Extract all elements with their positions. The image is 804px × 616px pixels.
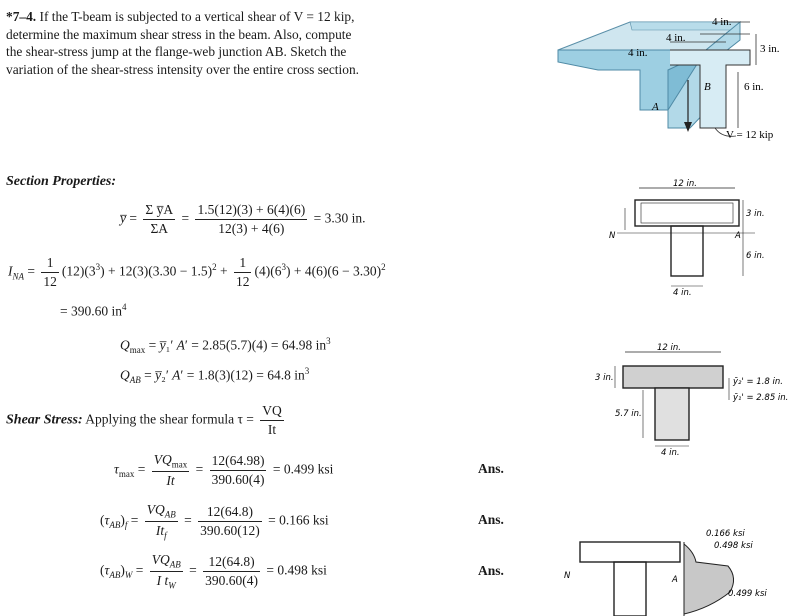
shear-stress-heading: Shear Stress: [6, 412, 83, 428]
s2-y1: ȳ₁' = 2.85 in. [732, 393, 788, 403]
qmax-equation: Qmax = y̅₁′ A′ = 2.85(5.7)(4) = 64.98 in… [120, 336, 331, 356]
s1-bottom: 4 in. [673, 288, 692, 298]
dim-4in-left: 4 in. [628, 47, 648, 59]
ans-1: Ans. [478, 461, 504, 476]
shear-formula-text: Applying the shear formula τ = [85, 411, 254, 427]
s2-left1: 3 in. [595, 373, 614, 383]
ina-part2: ) + 12(3)(3.30 − 1.5) [100, 263, 213, 279]
s3-v2: 0.498 ksi [714, 541, 753, 551]
ybar-sym-num: Σ y̅A [143, 202, 176, 220]
tau-w-den: 390.60(4) [205, 572, 258, 588]
problem-statement: *7–4. If the T-beam is subjected to a ve… [6, 8, 366, 78]
ybar-den: 12(3) + 4(6) [218, 221, 285, 236]
s1-top: 12 in. [673, 179, 697, 189]
sketch-stress-distribution: 0.166 ksi 0.498 ksi 0.499 ksi A N [564, 529, 767, 616]
dim-4in-mid: 4 in. [666, 32, 686, 44]
tau-max-result: = 0.499 ksi [272, 461, 334, 477]
dim-4in-top: 4 in. [712, 16, 732, 28]
tau-f-num: 12(64.8) [198, 504, 262, 522]
ybar-result: = 3.30 in. [313, 210, 366, 226]
label-a: A [651, 101, 659, 113]
s1-right1: 3 in. [746, 209, 765, 219]
s3-v1: 0.166 ksi [706, 529, 745, 539]
ina-part1: (12)(3 [61, 263, 96, 279]
shear-formula-den: It [267, 422, 277, 437]
s1-right2: 6 in. [746, 251, 765, 261]
qab-text: = 1.8(3)(12) = 64.8 in [186, 367, 305, 383]
s3-n: N [564, 571, 571, 581]
tau-w-num: 12(64.8) [203, 554, 260, 572]
sketch-shaded-areas: 12 in. 3 in. 5.7 in. 4 in. ȳ₂' = 1.8 in.… [595, 343, 788, 458]
qmax-text: = 2.85(5.7)(4) = 64.98 in [191, 337, 327, 353]
s1-n: N [609, 231, 616, 241]
qab-equation: QAB = y̅₂′ A′ = 1.8(3)(12) = 64.8 in3 [120, 366, 310, 386]
s2-top: 12 in. [657, 343, 681, 353]
shear-stress-line: Shear Stress: Applying the shear formula… [6, 403, 287, 438]
ina-result-text: = 390.60 in [60, 303, 122, 319]
ina-lhs: I [8, 263, 13, 279]
ans-3: Ans. [478, 563, 504, 578]
ans-2: Ans. [478, 512, 504, 527]
s3-v3: 0.499 ksi [728, 589, 767, 599]
label-b: B [704, 81, 711, 93]
section-properties-heading: Section Properties: [6, 174, 117, 189]
s3-a: A [671, 575, 678, 585]
problem-text: If the T-beam is subjected to a vertical… [6, 9, 359, 77]
ina-sub: NA [12, 271, 25, 282]
dim-6in: 6 in. [744, 81, 764, 93]
problem-number: *7–4. [6, 9, 37, 24]
ina-part4: ) + 4(6)(6 − 3.30) [285, 263, 382, 279]
dim-3in: 3 in. [760, 43, 780, 55]
tau-w-result: = 0.498 ksi [266, 562, 327, 578]
tau-f-result: = 0.166 ksi [268, 512, 329, 528]
s2-y2: ȳ₂' = 1.8 in. [732, 377, 783, 387]
tau-max-num: 12(64.98) [209, 453, 267, 471]
s2-left2: 5.7 in. [615, 409, 642, 419]
ina-result: = 390.60 in4 [60, 302, 127, 319]
tau-f-den: 390.60(12) [200, 522, 260, 538]
t-beam-figure: 4 in. 4 in. 4 in. 3 in. 6 in. A B V = 12… [557, 16, 780, 141]
ybar-num: 1.5(12)(3) + 6(4)(6) [195, 202, 308, 220]
label-shear: V = 12 kip [726, 129, 774, 141]
ybar-sym-den: ΣA [150, 221, 169, 236]
sketch-cross-section: 12 in. 3 in. 6 in. 4 in. A N [609, 179, 765, 298]
ina-part3: (4)(6 [254, 263, 282, 279]
tau-max-den: 390.60(4) [211, 471, 265, 487]
shear-formula-num: VQ [260, 403, 284, 421]
s2-bottom: 4 in. [661, 448, 680, 458]
s1-a: A [734, 231, 741, 241]
